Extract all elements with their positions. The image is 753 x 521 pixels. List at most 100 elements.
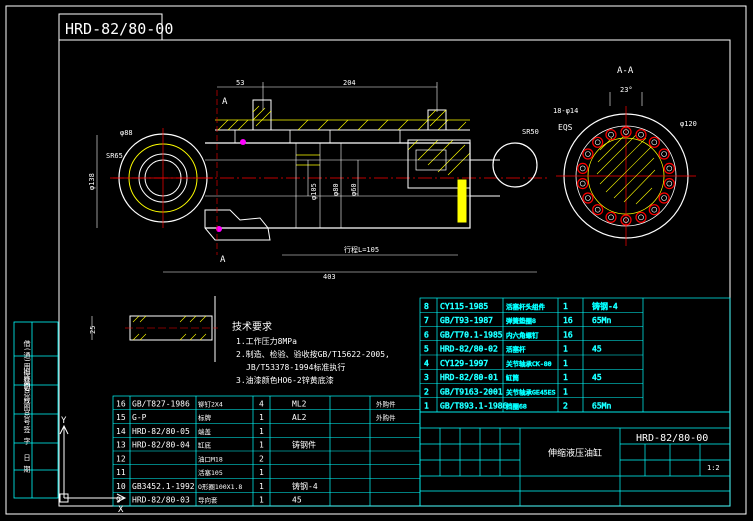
parts-lower-cell-no: 15 bbox=[116, 413, 126, 422]
bolt-hole bbox=[663, 162, 675, 174]
parts-upper-cell-code: CY115-1985 bbox=[440, 302, 488, 311]
side-label-1: 借(通)用件登记 bbox=[23, 339, 31, 390]
parts-lower-cell-name: 缸底 bbox=[198, 441, 212, 450]
bolt-hole bbox=[620, 126, 632, 138]
parts-upper-cell-code: GB/T893.1-1986 bbox=[440, 402, 508, 411]
parts-lower-cell-no: 16 bbox=[116, 399, 126, 408]
parts-lower-cell-no: 13 bbox=[116, 441, 126, 450]
title-block-number: HRD-82/80-00 bbox=[636, 433, 708, 444]
tech-req-title: 技术要求 bbox=[232, 320, 272, 333]
dim-d88: φ88 bbox=[120, 129, 133, 137]
bolt-hole-inner bbox=[579, 165, 586, 172]
parts-lower-cell-code: G-P bbox=[132, 413, 147, 422]
parts-lower-cell-note: 外购件 bbox=[376, 399, 396, 408]
side-labels: 借(通)用件登记 旧底图总号 底图总号 签 字 日 期 bbox=[23, 339, 31, 473]
parts-lower-cell-no: 11 bbox=[116, 468, 126, 477]
bolt-hole-inner bbox=[585, 151, 591, 157]
side-registration-strip bbox=[13, 321, 59, 499]
dim-403: 403 bbox=[323, 273, 336, 281]
parts-upper-cell-code: HRD-82/80-02 bbox=[440, 345, 498, 354]
bolt-hole bbox=[663, 178, 675, 190]
parts-lower-cell-mat: ML2 bbox=[292, 399, 307, 408]
detail-view: 25 bbox=[89, 296, 218, 362]
title-block-name: 伸缩液压油缸 bbox=[548, 447, 602, 459]
ucs-x-label: X bbox=[118, 505, 124, 515]
parts-upper-cell-qty: 1 bbox=[563, 302, 568, 311]
parts-lower-cell-mat: 45 bbox=[292, 496, 302, 505]
parts-upper-cell-mat: 铸钢-4 bbox=[592, 301, 618, 311]
dim-holes: 18-φ14 bbox=[553, 107, 578, 115]
parts-lower-cell-qty: 1 bbox=[259, 441, 264, 450]
bolt-hole bbox=[635, 129, 647, 141]
drawing-number-stamp: HRD-82/80-00 bbox=[58, 13, 173, 41]
parts-lower-cell-no: 10 bbox=[116, 482, 126, 491]
parts-upper-cell-name: 挡圈68 bbox=[506, 402, 527, 411]
side-label-4: 签 字 bbox=[23, 425, 31, 444]
ucs-icon bbox=[59, 424, 127, 503]
bolt-hole bbox=[620, 214, 632, 226]
parts-lower-cell-code: HRD-82/80-03 bbox=[132, 496, 190, 505]
dim-d138: φ138 bbox=[88, 173, 96, 190]
parts-upper-cell-code: HRD-82/80-01 bbox=[440, 373, 498, 382]
parts-upper-cell-code: CY129-1997 bbox=[440, 359, 488, 368]
bolt-hole bbox=[582, 192, 594, 204]
parts-upper-cell-qty: 1 bbox=[563, 359, 568, 368]
tech-req-line-4: 3.油漆颜色HO6-2锌黄底漆 bbox=[236, 375, 334, 385]
bolt-hole-inner bbox=[661, 195, 667, 201]
dim-25: 25 bbox=[89, 326, 97, 334]
parts-upper-cell-name: 关节轴承CK-80 bbox=[506, 359, 552, 368]
parts-lower-cell-code: HRD-82/80-05 bbox=[132, 427, 190, 436]
bolt-hole bbox=[592, 204, 604, 216]
parts-lower-cell-qty: 1 bbox=[259, 482, 264, 491]
bolt-hole-inner bbox=[638, 131, 644, 138]
stamp-text: HRD-82/80-00 bbox=[65, 20, 173, 38]
bolt-hole bbox=[658, 148, 670, 160]
dim-d120: φ120 bbox=[680, 120, 697, 128]
parts-upper-cell-code: GB/T93-1987 bbox=[440, 316, 493, 325]
parts-upper-cell-code: GB/T70.1-1985 bbox=[440, 330, 503, 339]
bolt-hole-inner bbox=[579, 180, 586, 187]
title-block: 伸缩液压油缸 HRD-82/80-00 1:2 bbox=[419, 411, 731, 507]
section-mark-bottom: A bbox=[220, 255, 226, 265]
parts-upper-cell-no: 1 bbox=[424, 402, 429, 411]
parts-upper-cell-qty: 1 bbox=[563, 387, 568, 396]
parts-lower-cell-name: 活塞105 bbox=[198, 468, 223, 477]
parts-upper-cell-mat: 65Mn bbox=[592, 316, 611, 325]
parts-lower-cell-code: GB/T827-1986 bbox=[132, 399, 190, 408]
bolt-hole bbox=[577, 162, 589, 174]
bolt-hole-inner bbox=[608, 131, 614, 138]
bolt-hole bbox=[648, 204, 660, 216]
parts-lower-cell-qty: 1 bbox=[259, 468, 264, 477]
bolt-hole-inner bbox=[666, 180, 673, 187]
bolt-hole-inner bbox=[594, 139, 601, 146]
bolt-hole bbox=[592, 136, 604, 148]
parts-lower-cell-no: 14 bbox=[116, 427, 126, 436]
parts-lower-cell-qty: 1 bbox=[259, 413, 264, 422]
bolt-hole-inner bbox=[623, 129, 629, 135]
parts-upper-cell-name: 活塞杆 bbox=[506, 345, 526, 354]
cylinder-main-view: A A bbox=[110, 90, 548, 265]
bolt-hole-inner bbox=[651, 139, 658, 146]
title-block-scale: 1:2 bbox=[707, 464, 720, 472]
parts-upper-cell-qty: 16 bbox=[563, 316, 573, 325]
tech-req-line-1: 1.工作压力8MPa bbox=[236, 336, 297, 346]
ucs-y-label: Y bbox=[61, 416, 67, 426]
dim-stroke: 行程L=105 bbox=[344, 245, 379, 254]
dim-sr50: SR50 bbox=[522, 128, 539, 136]
bolt-hole bbox=[605, 211, 617, 223]
bolt-hole-inner bbox=[608, 214, 614, 221]
tech-req-line-3: JB/T53378-1994标准执行 bbox=[246, 362, 345, 372]
parts-upper-cell-no: 8 bbox=[424, 302, 429, 311]
parts-lower-cell-qty: 1 bbox=[259, 427, 264, 436]
dimension-lines bbox=[96, 82, 537, 273]
parts-upper-cell-name: 活塞杆头组件 bbox=[506, 302, 546, 311]
parts-upper-cell-qty: 2 bbox=[563, 402, 568, 411]
dim-d105: φ105 bbox=[310, 183, 318, 200]
dim-angle: 23° bbox=[620, 86, 633, 94]
dim-sr65: SR65 bbox=[106, 152, 123, 160]
parts-lower-cell-name: 导向套 bbox=[198, 496, 218, 505]
parts-lower-cell-mat: 铸钢-4 bbox=[292, 481, 318, 491]
